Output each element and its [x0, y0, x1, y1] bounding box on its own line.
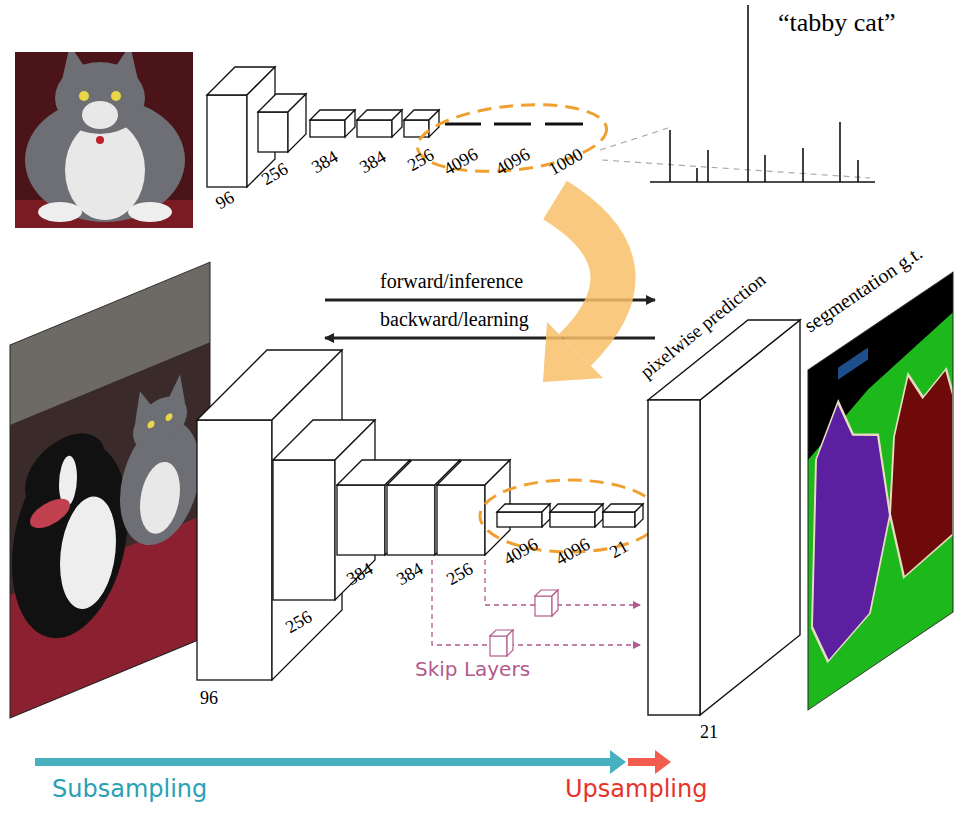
segmentation-image: [808, 272, 953, 710]
stage-label: Upsampling: [565, 776, 707, 804]
prediction-slab: [648, 320, 800, 715]
channel-count: 4096: [552, 534, 594, 570]
channel-count: 4096: [492, 144, 534, 180]
channel-count: 1000: [545, 144, 587, 180]
transfer-arrow: [543, 200, 613, 382]
channel-count: 96: [212, 187, 238, 214]
channel-count: 384: [393, 559, 427, 590]
arrow-label: forward/inference: [380, 270, 523, 293]
channel-count: 256: [404, 145, 438, 176]
arrow-label: backward/learning: [380, 308, 529, 331]
skip-cubes: [490, 590, 558, 656]
channel-count: 256: [443, 559, 477, 590]
leader-lines: [600, 128, 870, 178]
channel-count: 21: [700, 722, 718, 743]
fc-layers: [445, 123, 583, 126]
channel-count: 4096: [440, 144, 482, 180]
input-photo: [10, 262, 210, 718]
cat-photo: [15, 52, 193, 228]
sampling-arrows: [35, 750, 671, 774]
skip-label: Skip Layers: [415, 658, 530, 681]
class-label: “tabby cat”: [778, 8, 896, 38]
channel-count: 21: [606, 536, 632, 563]
channel-count: 4096: [500, 534, 542, 570]
channel-count: 384: [356, 147, 390, 178]
channel-count: 96: [200, 688, 218, 709]
channel-count: 384: [308, 147, 342, 178]
fcn-layers: [197, 350, 643, 680]
classifier-layers: [207, 67, 439, 187]
stage-label: Subsampling: [52, 776, 207, 804]
highlight-ellipse: [414, 96, 610, 180]
